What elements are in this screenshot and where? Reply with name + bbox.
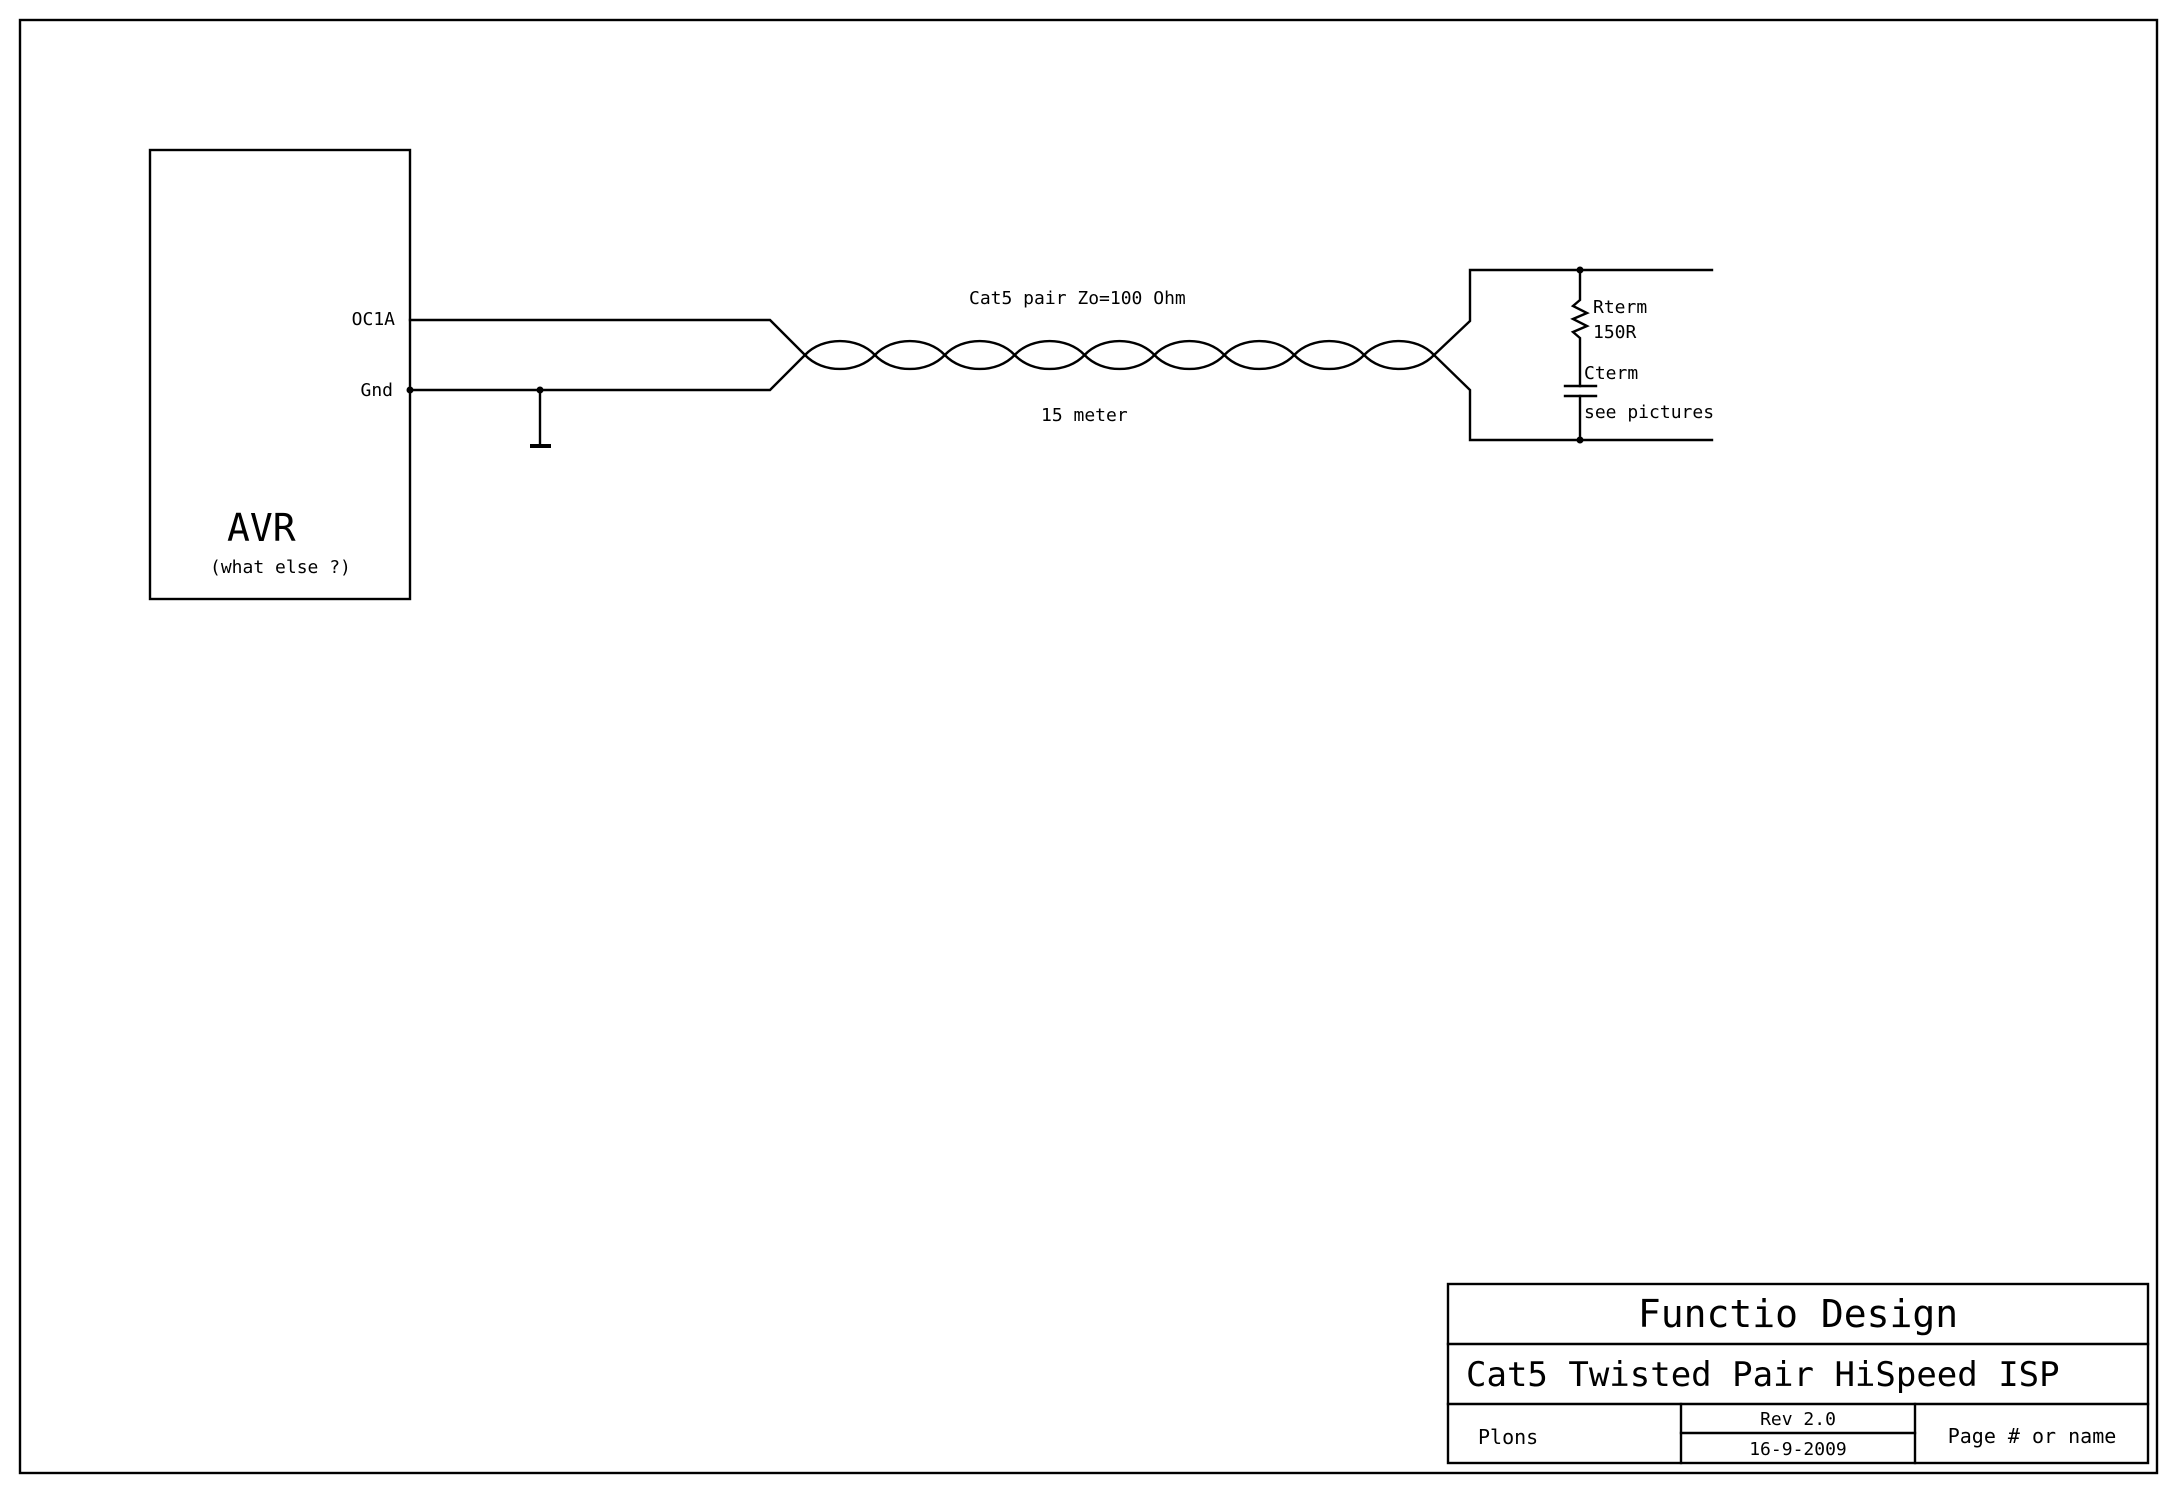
twist-strand-lower xyxy=(873,353,947,371)
drawn-by: Plons xyxy=(1478,1425,1538,1449)
avr-body xyxy=(148,148,412,601)
page-name: Page # or name xyxy=(1948,1424,2117,1448)
twisted-pair xyxy=(803,339,1436,371)
twist-strand-upper xyxy=(1082,339,1157,357)
twist-strand-upper xyxy=(1152,339,1227,357)
cable-label: Cat5 pair Zo=100 Ohm xyxy=(969,288,1186,309)
twist-strand-lower xyxy=(803,353,877,371)
capacitor-name: Cterm xyxy=(1584,363,1638,384)
twist-strand-upper xyxy=(1012,339,1087,357)
twist-strand-upper xyxy=(943,339,1017,357)
title-block: Functio Design Cat5 Twisted Pair HiSpeed… xyxy=(1446,1282,2150,1465)
date: 16-9-2009 xyxy=(1749,1439,1847,1460)
twist-strand-lower xyxy=(1012,353,1087,371)
twist-strand-upper xyxy=(1222,339,1296,357)
top-rail xyxy=(1432,268,1714,357)
pin-label-oc1a: OC1A xyxy=(352,309,396,330)
resistor-value: 150R xyxy=(1593,322,1637,343)
company-name: Functio Design xyxy=(1638,1292,1958,1336)
twist-strand-lower xyxy=(1292,353,1366,371)
twist-strand-upper xyxy=(873,339,947,357)
twist-strand-lower xyxy=(1152,353,1227,371)
twist-strand-upper xyxy=(1292,339,1366,357)
oc1a-wire xyxy=(408,318,807,357)
title-block-frame xyxy=(1446,1282,2150,1465)
twist-strand-lower xyxy=(943,353,1017,371)
cable-length: 15 meter xyxy=(1041,405,1128,426)
resistor-name: Rterm xyxy=(1593,297,1647,318)
pin-label-gnd: Gnd xyxy=(360,380,393,401)
gnd-wire xyxy=(408,353,807,392)
twist-strand-lower xyxy=(1082,353,1157,371)
twist-strand-lower xyxy=(1362,353,1436,371)
resistor-icon xyxy=(1570,268,1590,388)
twist-strand-upper xyxy=(1362,339,1436,357)
termination: Rterm 150R Cterm see pictures xyxy=(1432,266,1714,444)
avr-subtitle: (what else ?) xyxy=(210,557,351,578)
wires-left xyxy=(408,318,807,448)
revision: Rev 2.0 xyxy=(1760,1409,1836,1430)
sheet-border xyxy=(18,18,2159,1475)
twist-strand-upper xyxy=(803,339,877,357)
capacitor-value: see pictures xyxy=(1584,402,1714,423)
drawing-title: Cat5 Twisted Pair HiSpeed ISP xyxy=(1466,1355,2060,1395)
bottom-rail xyxy=(1432,353,1714,442)
avr-name: AVR xyxy=(227,506,296,550)
avr-component: AVR (what else ?) OC1A Gnd xyxy=(148,148,414,601)
twist-strand-lower xyxy=(1222,353,1296,371)
